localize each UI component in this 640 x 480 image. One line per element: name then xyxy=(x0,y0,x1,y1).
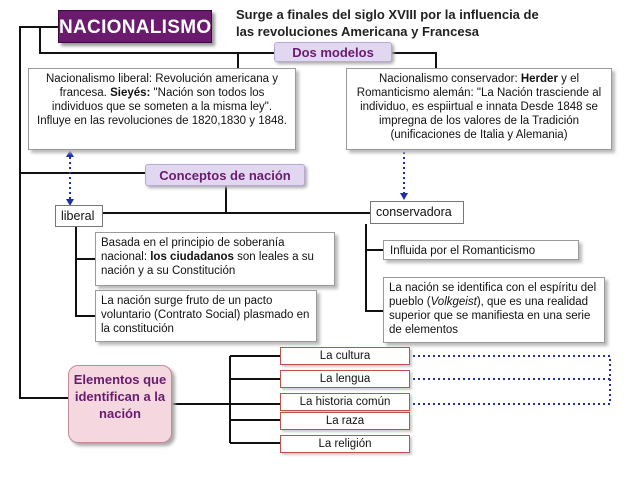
dos-modelos-text: Dos modelos xyxy=(292,45,374,60)
title-text: NACIONALISMO xyxy=(59,17,212,38)
item-lengua: La lengua xyxy=(280,370,410,388)
liberal-concept-box-1: Basada en el principio de soberanía naci… xyxy=(95,232,335,286)
item-historia: La historia común xyxy=(280,393,410,411)
conservadora-concept-box-2: La nación se identifica con el espíritu … xyxy=(383,277,605,343)
item-religion-text: La religión xyxy=(318,438,372,450)
conservadora-box2-italic: Volkgeist xyxy=(430,296,477,308)
conservadora-label: conservadora xyxy=(370,201,464,224)
liberal-model-bold: Sieyés: xyxy=(110,87,151,99)
subtitle-line-1: Surge a finales del siglo XVIII por la i… xyxy=(236,7,539,22)
conceptos-box: Conceptos de nación xyxy=(145,164,305,186)
liberal-box1-text-2: son leales a su nación y a su Constituci… xyxy=(101,251,314,277)
item-historia-text: La historia común xyxy=(299,396,391,408)
item-lengua-text: La lengua xyxy=(319,373,371,385)
liberal-model-box: Nacionalismo liberal: Revolución america… xyxy=(28,68,296,150)
subtitle-line-2: las revoluciones Americana y Francesa xyxy=(236,24,480,39)
item-raza: La raza xyxy=(280,412,410,430)
item-cultura: La cultura xyxy=(280,347,410,365)
conservadora-box2-text-2: ), que es una realidad superior que se m… xyxy=(389,296,591,336)
liberal-box1-text-1: Basada en el principio de soberanía naci… xyxy=(101,237,285,263)
title-box: NACIONALISMO xyxy=(58,10,212,43)
liberal-box1-bold: los ciudadanos xyxy=(150,251,234,263)
conservadora-concept-box-1: Influida por el Romanticismo xyxy=(383,240,579,260)
conservadora-label-text: conservadora xyxy=(376,205,452,219)
dos-modelos-box: Dos modelos xyxy=(274,42,392,62)
elementos-box: Elementos que identifican a la nación xyxy=(68,365,172,443)
item-cultura-text: La cultura xyxy=(319,350,371,362)
conservative-model-box: Nacionalismo conservador: Herder y el Ro… xyxy=(346,68,612,150)
conservadora-box2-text-1: La nación se identifica con el espíritu … xyxy=(389,282,597,308)
liberal-model-text-2: "Nación son todos los individuos que se … xyxy=(37,87,287,127)
conservadora-box1-text: Influida por el Romanticismo xyxy=(390,245,536,257)
liberal-box2-text: La nación surge fruto de un pacto volunt… xyxy=(101,295,310,335)
conservative-model-text-1: Nacionalismo conservador: xyxy=(378,73,521,85)
liberal-label-text: liberal xyxy=(61,209,95,223)
conservative-model-bold: Herder xyxy=(520,73,558,85)
item-religion: La religión xyxy=(280,435,410,453)
conservative-model-text-2: y el Romanticismo alemán: "La Nación tra… xyxy=(356,73,602,141)
liberal-concept-box-2: La nación surge fruto de un pacto volunt… xyxy=(95,290,317,342)
item-raza-text: La raza xyxy=(325,415,365,427)
conceptos-text: Conceptos de nación xyxy=(159,168,291,183)
elementos-text: Elementos que identifican a la nación xyxy=(73,372,167,421)
subtitle: Surge a finales del siglo XVIII por la i… xyxy=(236,6,596,40)
liberal-label: liberal xyxy=(55,205,103,227)
liberal-model-text-1: Nacionalismo liberal: Revolución america… xyxy=(45,73,279,99)
